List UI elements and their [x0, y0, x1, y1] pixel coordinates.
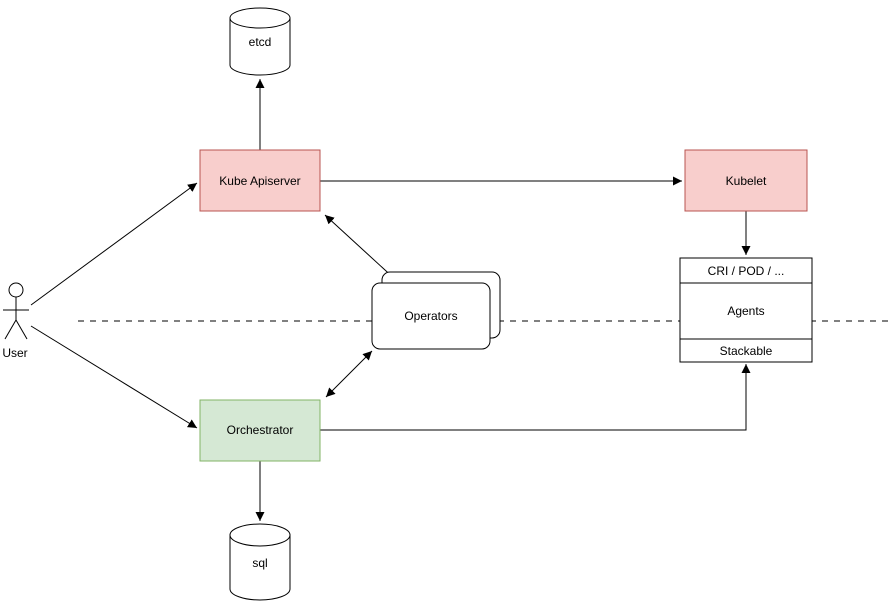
- operators-node: Operators: [371, 271, 501, 350]
- user-actor-right-leg: [15, 319, 28, 340]
- orchestrator-label: Orchestrator: [227, 423, 294, 437]
- edge-user-to-orchestrator: [30, 325, 198, 429]
- kube-apiserver-box: [199, 149, 321, 212]
- kubelet-node: Kubelet: [684, 149, 808, 212]
- user-actor-head: [8, 282, 24, 298]
- orchestrator-node: Orchestrator: [199, 399, 321, 462]
- sql-label: sql: [252, 556, 267, 570]
- etcd-cylinder: etcd: [229, 7, 291, 76]
- kube-apiserver-label: Kube Apiserver: [219, 174, 300, 188]
- operators-front-card: [371, 282, 491, 350]
- orchestrator-box: [199, 399, 321, 462]
- user-label: User: [2, 346, 27, 360]
- etcd-cylinder-body: [229, 7, 291, 76]
- sql-cylinder-rim: [229, 534, 291, 547]
- agents-stack-outline: [679, 257, 813, 363]
- agents-stack-node: CRI / POD / ... Agents Stackable: [679, 257, 813, 363]
- edge-operators-orchestrator-bidirectional: [325, 350, 373, 398]
- stackable-label: Stackable: [720, 344, 773, 358]
- user-actor-left-leg: [4, 319, 17, 340]
- etcd-label: etcd: [249, 35, 272, 49]
- edge-user-to-kube-apiserver: [30, 182, 198, 306]
- sql-cylinder: sql: [229, 523, 291, 601]
- edge-operators-to-kube-apiserver: [324, 214, 398, 282]
- agents-label: Agents: [727, 304, 764, 318]
- sql-cylinder-body: [229, 523, 291, 601]
- kubelet-label: Kubelet: [726, 174, 767, 188]
- operators-label: Operators: [404, 309, 457, 323]
- etcd-cylinder-rim: [229, 17, 291, 29]
- edge-orchestrator-to-stackable: [320, 364, 751, 431]
- cri-pod-label: CRI / POD / ...: [708, 264, 785, 278]
- kube-apiserver-node: Kube Apiserver: [199, 149, 321, 212]
- user-actor: User: [2, 282, 29, 360]
- kubelet-box: [684, 149, 808, 212]
